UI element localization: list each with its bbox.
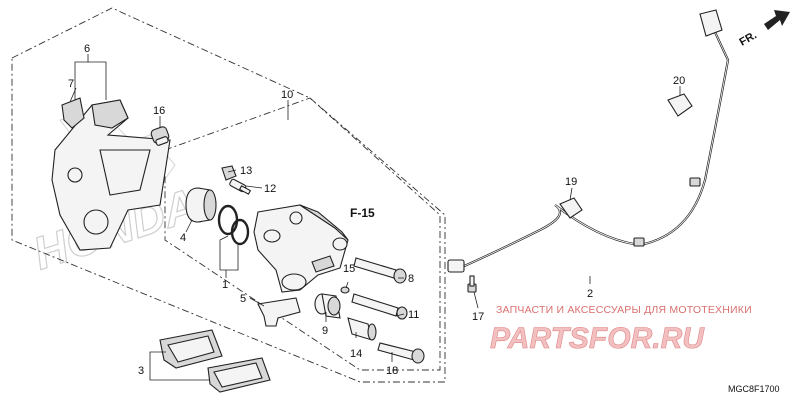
callout-2: 2	[587, 288, 593, 300]
callout-13: 13	[240, 165, 252, 177]
sensor-bolt	[467, 275, 477, 293]
callout-6: 6	[84, 43, 90, 55]
callout-12: 12	[264, 183, 276, 195]
front-direction-label: FR.	[738, 29, 759, 48]
callout-10: 10	[281, 89, 293, 101]
caliper-body	[253, 204, 349, 293]
dust-seal	[230, 218, 250, 246]
callout-5: 5	[240, 293, 246, 305]
pin-sleeve	[314, 293, 341, 319]
callout-18: 18	[386, 365, 398, 377]
brake-pad-outer	[207, 357, 271, 393]
sensor-connector	[699, 9, 723, 37]
bleeder-valve	[229, 178, 252, 195]
caliper-pin-upper	[353, 257, 407, 284]
callout-7: 7	[68, 78, 74, 90]
callout-4: 4	[180, 232, 186, 244]
callout-17: 17	[472, 311, 484, 323]
pad-retainer-clip	[61, 97, 85, 129]
callout-3: 3	[138, 365, 144, 377]
cable-clamp-upper	[667, 93, 693, 117]
watermark-site: PARTSFOR.RU	[490, 322, 705, 355]
assembly-box-outer	[11, 7, 446, 383]
diagram-code: MGC8F1700	[728, 384, 780, 394]
sleeve-boot	[347, 317, 377, 341]
abs-sensor-cable	[447, 9, 730, 273]
piston-seal	[217, 204, 239, 236]
caliper-bracket	[51, 99, 171, 251]
callout-14: 14	[350, 348, 362, 360]
brake-pad-inner	[159, 329, 223, 369]
callout-9: 9	[322, 325, 328, 337]
callout-8: 8	[408, 273, 414, 285]
mounting-bolt	[377, 342, 425, 364]
callout-20: 20	[673, 75, 685, 87]
section-reference: F-15	[350, 206, 375, 220]
cable-clamp-lower	[559, 197, 583, 219]
callout-15: 15	[343, 263, 355, 275]
callout-1: 1	[222, 279, 228, 291]
callout-19: 19	[565, 176, 577, 188]
bleeder-cap	[221, 165, 237, 181]
pad-spring	[257, 297, 301, 327]
leader-lines	[69, 54, 681, 381]
pin-boot	[150, 126, 170, 146]
watermark-subtitle: ЗАПЧАСТИ И АКСЕССУАРЫ ДЛЯ МОТОТЕХНИКИ	[496, 304, 752, 316]
callout-16: 16	[153, 105, 165, 117]
piston	[185, 187, 217, 223]
speed-sensor	[447, 259, 465, 273]
front-direction-arrow: FR.	[738, 10, 790, 49]
callout-11: 11	[408, 309, 419, 321]
site-watermark: ЗАПЧАСТИ И АКСЕССУАРЫ ДЛЯ МОТОТЕХНИКИ PA…	[490, 304, 752, 355]
assembly-box-caliper	[164, 97, 441, 371]
callout-numbers: 6 7 10 16 13 12 4 1 5 3 9 14 18 11 8 15 …	[68, 43, 685, 377]
o-ring	[340, 286, 350, 294]
